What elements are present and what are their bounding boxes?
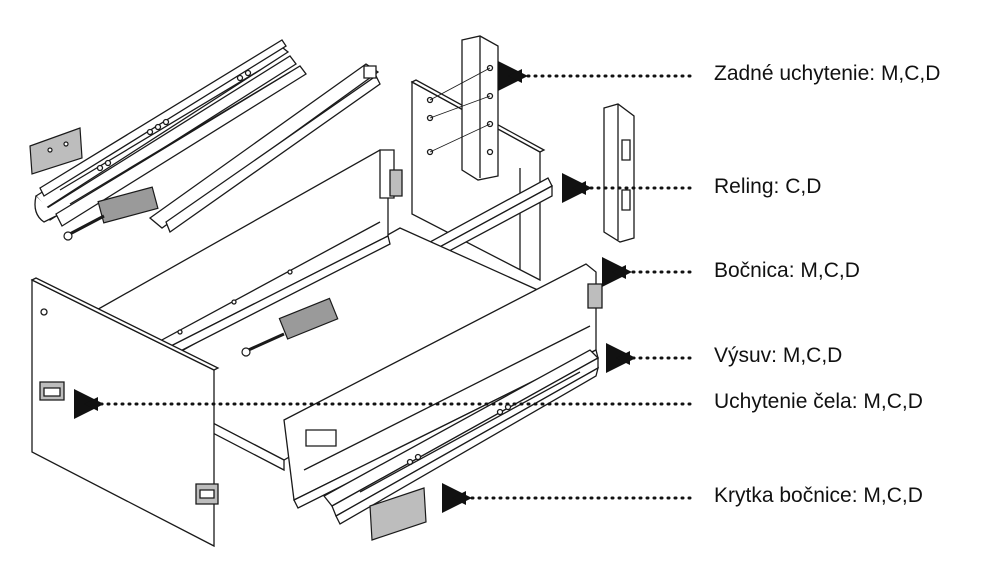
label-runner: Výsuv: M,C,D [714, 344, 843, 367]
label-side-panel: Bočnica: M,C,D [714, 259, 860, 282]
callout-arrows [74, 61, 692, 513]
front-runner [324, 350, 598, 524]
front-fixing-bracket-top [40, 382, 64, 400]
railing-bracket-part [604, 104, 634, 242]
left-runner-part [35, 40, 306, 226]
center-piston [242, 298, 338, 356]
left-piston [64, 187, 158, 240]
cover-plate-left [30, 128, 82, 174]
label-front-fixing: Uchytenie čela: M,C,D [714, 390, 923, 413]
back-bracket-part [430, 36, 498, 180]
left-side-panel-part [150, 64, 380, 232]
label-side-cover: Krytka bočnice: M,C,D [714, 484, 923, 507]
label-back-bracket: Zadné uchytenie: M,C,D [714, 62, 941, 85]
label-railing: Reling: C,D [714, 175, 822, 198]
arrow-heads [84, 69, 630, 505]
side-cover-part [370, 488, 426, 540]
front-fixing-bracket-bottom [196, 484, 218, 504]
drawer-front-panel [32, 278, 218, 546]
